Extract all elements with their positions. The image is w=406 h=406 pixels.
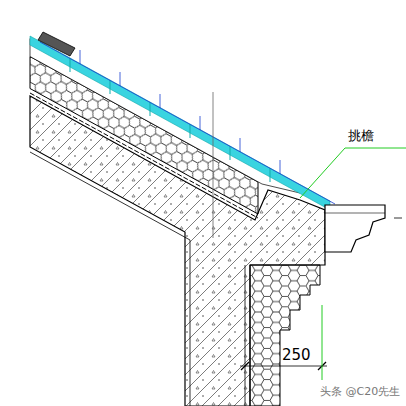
cornice-edge: [325, 213, 385, 214]
dimension-tick: [241, 362, 249, 370]
dimension-line: [240, 366, 327, 367]
eave-cornice: [325, 205, 385, 252]
section-mark: [394, 218, 402, 219]
inner-face-line: [30, 152, 190, 406]
leader-line: [300, 148, 406, 198]
roof-tiles: [30, 36, 330, 210]
wall-insulation: [250, 265, 320, 406]
extension-line: [322, 305, 323, 380]
tile-joints: [40, 42, 335, 204]
ridge-tile: [38, 32, 75, 56]
dimension-text: 250: [282, 347, 311, 364]
roof-insulation: [30, 57, 258, 215]
axis-line: [213, 92, 214, 238]
wall-outer-face: [245, 265, 246, 406]
watermark: 头条 @C20先生: [320, 386, 400, 398]
tile-battens: [70, 58, 270, 182]
part-label: 挑檐: [348, 129, 374, 143]
